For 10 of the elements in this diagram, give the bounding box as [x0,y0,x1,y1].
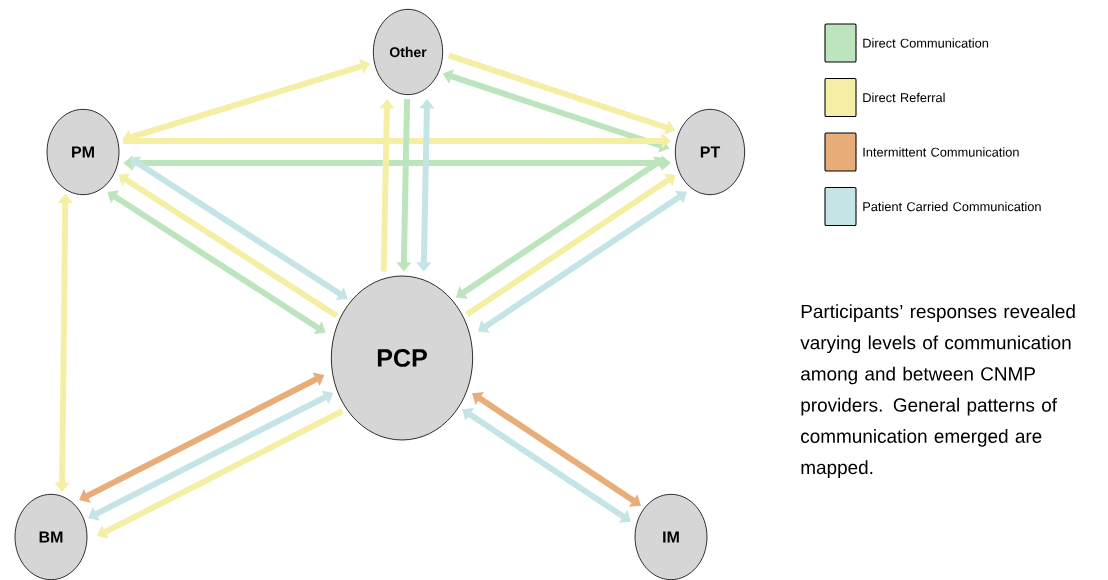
block-arrow [465,173,676,318]
block-arrow [472,392,641,507]
block-arrow [97,408,344,539]
note-text: Participants’ responses revealed varying levels of communication among and between CNMP providers. General patterns of communication emerged are mapped. [800,304,1075,478]
block-arrow [118,173,339,319]
legend-label: Patient Carried Communication [863,201,1041,212]
legend-label: Direct Referral [863,92,945,103]
legend-label: Direct Communication [863,38,989,48]
block-arrow [462,408,631,523]
legend-label: Intermittent Communication [863,147,1019,157]
